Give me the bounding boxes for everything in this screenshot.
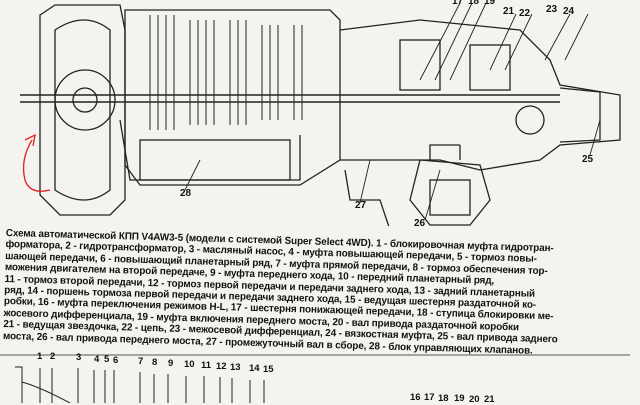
label-22: 22 (519, 8, 531, 19)
label-26: 26 (414, 218, 426, 229)
bottom-label-18: 18 (438, 393, 449, 404)
bottom-label-8: 8 (152, 357, 158, 368)
bottom-label-15: 15 (263, 364, 274, 375)
bottom-label-5: 5 (104, 354, 110, 365)
bottom-label-17: 17 (424, 392, 435, 403)
label-25: 25 (582, 154, 594, 165)
bottom-label-10: 10 (184, 359, 195, 370)
bottom-label-11: 11 (201, 360, 212, 371)
label-18: 18 (468, 0, 480, 7)
red-pen-mark (22, 133, 51, 192)
second-diagram-fragment (0, 352, 640, 403)
label-21: 21 (503, 6, 515, 17)
label-23: 23 (546, 4, 558, 15)
transmission-diagram (20, 2, 621, 226)
bottom-label-1: 1 (37, 351, 43, 362)
label-27: 27 (355, 200, 367, 211)
bottom-label-13: 13 (230, 362, 241, 373)
label-19: 19 (484, 0, 496, 7)
bottom-label-2: 2 (50, 351, 56, 362)
bottom-label-7: 7 (138, 356, 144, 367)
bottom-label-6: 6 (113, 355, 119, 366)
label-24: 24 (563, 6, 575, 17)
label-28: 28 (180, 188, 192, 199)
bottom-label-4: 4 (94, 354, 100, 365)
bottom-label-3: 3 (76, 352, 82, 363)
bottom-label-21: 21 (484, 394, 495, 405)
bottom-label-9: 9 (168, 358, 174, 369)
label-17: 17 (452, 0, 464, 7)
bottom-label-19: 19 (454, 393, 465, 404)
bottom-label-20: 20 (469, 394, 480, 405)
figure-caption: Схема автоматической КПП V4AW3-5 (модели… (3, 228, 640, 360)
bottom-label-16: 16 (410, 392, 421, 403)
bottom-label-12: 12 (216, 361, 227, 372)
bottom-label-14: 14 (249, 363, 260, 374)
